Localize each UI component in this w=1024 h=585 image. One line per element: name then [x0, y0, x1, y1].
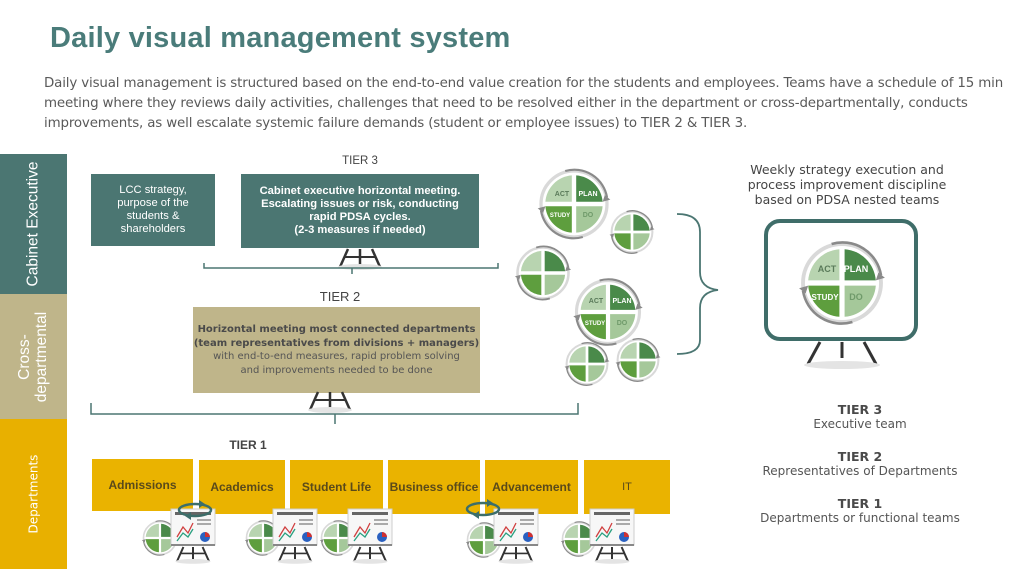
legend-desc: Representatives of Departments: [762, 464, 958, 478]
tier2-bracket: [90, 403, 579, 424]
strategy-line: purpose of the: [117, 197, 189, 209]
pdsa-do-label: DO: [583, 212, 594, 219]
meeting-line: Cabinet executive horizontal meeting.: [259, 185, 461, 197]
band-departments: Departments: [0, 419, 67, 569]
pdsa-cycle-icon: [513, 245, 573, 301]
weekly-easel-icon: [804, 341, 880, 369]
meeting-line: rapid PDSA cycles.: [309, 211, 411, 223]
pdsa-cycle-icon: [571, 277, 645, 347]
dept-board-icon: [319, 508, 393, 565]
dept-admissions: Admissions: [92, 459, 193, 511]
pdsa-cycle-icon: [536, 168, 612, 240]
weekly-line: based on PDSA nested teams: [754, 192, 940, 207]
weekly-line: Weekly strategy execution and: [750, 162, 944, 177]
tier2-line: (team representatives from divisions + m…: [193, 337, 480, 349]
pdsa-do-label: DO: [849, 292, 863, 302]
pdsa-cycle-icon: [608, 209, 656, 255]
pdsa-act-label: ACT: [818, 264, 837, 274]
tier3-label: TIER 3: [342, 155, 378, 167]
curly-brace-icon: [676, 213, 719, 355]
tier3-bracket: [203, 263, 499, 274]
page-title: Daily visual management system: [50, 22, 511, 54]
strategy-line: students &: [126, 210, 180, 222]
pdsa-plan-label: PLAN: [578, 191, 597, 198]
tier2-easel-icon: [306, 390, 354, 415]
band-cabinet-executive: Cabinet Executive: [0, 154, 67, 294]
band-cross-departmental: Cross-departmental: [0, 294, 67, 419]
strategy-box: LCC strategy, purpose of the students & …: [91, 174, 215, 246]
dept-advancement: Advancement: [485, 460, 578, 514]
dept-it: IT: [584, 460, 670, 514]
pdsa-study-label: STUDY: [811, 293, 839, 302]
dept-academics: Academics: [199, 460, 285, 514]
dept-student-life: Student Life: [290, 460, 383, 514]
legend-desc: Executive team: [813, 417, 907, 431]
tier2-label: TIER 2: [319, 289, 361, 304]
tier2-line: with end-to-end measures, rapid problem …: [213, 351, 460, 362]
pdsa-study-label: STUDY: [550, 213, 570, 219]
dept-board-icon: [244, 508, 318, 565]
pdsa-study-label: STUDY: [585, 321, 605, 327]
weekly-board-frame: [764, 219, 918, 341]
legend-tier: TIER 2: [837, 449, 883, 464]
pdsa-plan-label: PLAN: [612, 298, 631, 305]
dept-business-office: Business office: [388, 460, 480, 514]
dept-board-icon: [560, 508, 635, 565]
legend-tier: TIER 1: [837, 496, 883, 511]
pdsa-cycle-icon: [614, 337, 662, 383]
tier2-line: Horizontal meeting most connected depart…: [197, 324, 476, 335]
tier1-label: TIER 1: [229, 438, 267, 452]
intro-paragraph: Daily visual management is structured ba…: [44, 76, 1004, 131]
legend-desc: Departments or functional teams: [760, 511, 960, 525]
pdsa-cycle-icon: [563, 341, 611, 387]
pdsa-act-label: ACT: [589, 298, 604, 305]
legend-tier2: TIER 2 Representatives of Departments: [730, 449, 990, 478]
strategy-line: LCC strategy,: [119, 184, 187, 196]
tier3-easel-icon: [336, 247, 384, 272]
meeting-line: (2-3 measures if needed): [294, 224, 426, 236]
legend-tier1: TIER 1 Departments or functional teams: [730, 496, 990, 525]
pdsa-act-label: ACT: [555, 191, 570, 198]
pdsa-plan-label: PLAN: [844, 264, 869, 274]
strategy-line: shareholders: [120, 223, 186, 235]
dept-board-icon: [141, 508, 216, 565]
tier2-line: and improvements needed to be done: [240, 364, 433, 376]
legend-tier3: TIER 3 Executive team: [730, 402, 990, 431]
weekly-line: process improvement discipline: [747, 177, 947, 192]
tier3-meeting-box: Cabinet executive horizontal meeting. Es…: [241, 174, 479, 248]
weekly-description: Weekly strategy execution and process im…: [722, 162, 972, 207]
legend-tier: TIER 3: [837, 402, 883, 417]
meeting-line: Escalating issues or risk, conducting: [261, 198, 459, 210]
tier2-meeting-box: Horizontal meeting most connected depart…: [193, 307, 480, 393]
pdsa-do-label: DO: [617, 320, 628, 327]
